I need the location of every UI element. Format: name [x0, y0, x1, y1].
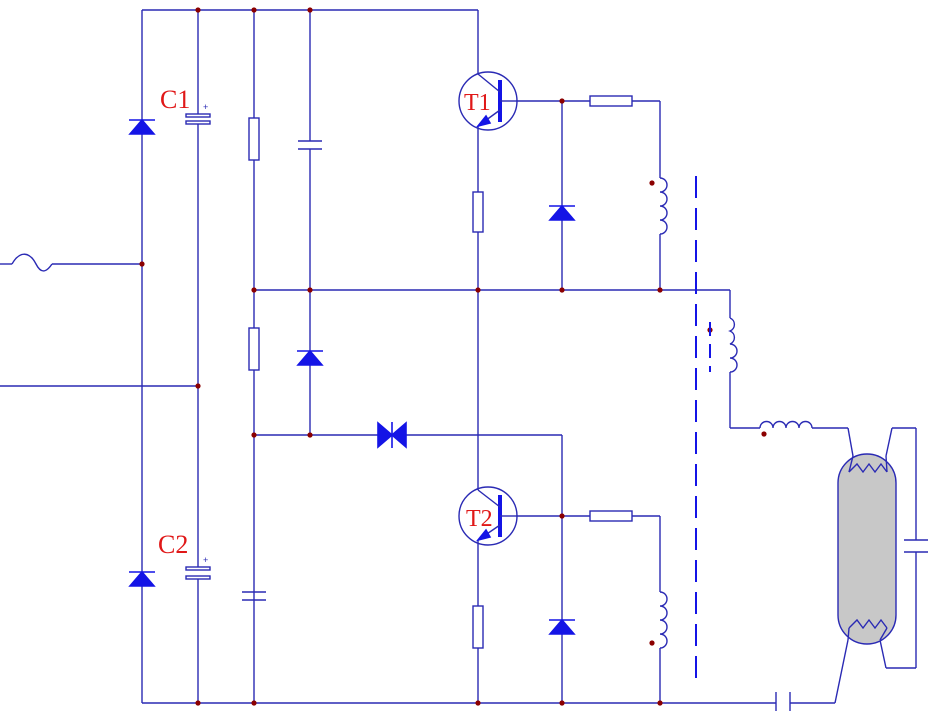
transistor-t1: [458, 71, 518, 131]
diode-d1: [128, 118, 156, 135]
label-c2: C2: [158, 530, 188, 559]
capacitor-bottom: [242, 591, 266, 601]
wires: [0, 9, 917, 704]
resistor-r2: [248, 327, 260, 371]
resistor-t1-emitter: [472, 191, 484, 233]
capacitor-c1: +: [185, 102, 211, 125]
transistor-t2: [458, 486, 518, 546]
fluorescent-lamp: [837, 453, 897, 645]
diode-d2: [128, 570, 156, 587]
diode-d3: [296, 349, 324, 366]
resistor-t2-emitter: [472, 605, 484, 649]
diac: [377, 421, 407, 449]
inductor-t1-base: [649, 177, 668, 235]
diode-t2-base: [548, 618, 576, 635]
inductor-ballast: [759, 420, 813, 437]
capacitor-lamp: [904, 539, 928, 553]
c2-polarity: +: [203, 555, 208, 565]
resistor-t2-base: [589, 510, 633, 522]
junction-dots: [139, 7, 663, 706]
label-t1: T1: [464, 90, 491, 116]
capacitor-c2: +: [185, 555, 211, 580]
capacitor-top: [298, 140, 322, 150]
resistor-t1-base: [589, 95, 633, 107]
label-t2: T2: [466, 506, 493, 532]
c1-polarity: +: [203, 102, 208, 112]
diode-t1-base: [548, 204, 576, 221]
inductor-t2-base: [649, 591, 668, 649]
resistor-r1: [248, 117, 260, 161]
label-c1: C1: [160, 85, 190, 114]
capacitor-output: [775, 692, 791, 711]
inductor-primary: [707, 317, 738, 373]
